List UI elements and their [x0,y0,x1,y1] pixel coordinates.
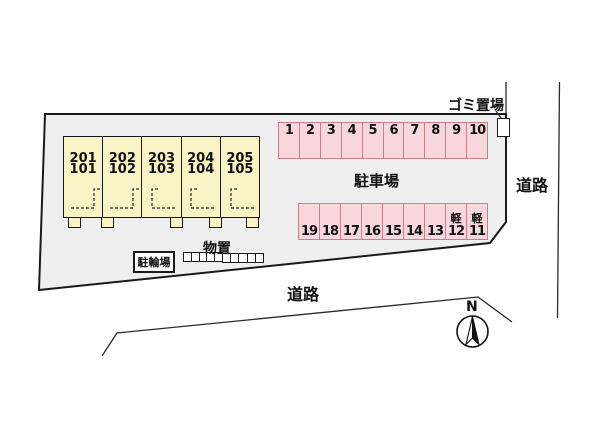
parking-space-number: 5 [368,123,378,138]
storage-cell [184,253,192,261]
unit-lower-number: 102 [108,162,136,177]
parking-space: 6 [384,123,405,158]
building-entry-tab [246,218,259,228]
building-entry-tab [209,218,222,228]
road-edge-right-outer [556,81,561,319]
parking-space-number: 15 [384,224,402,239]
unit-lower-number: 104 [187,162,215,177]
road-label-bottom: 道路 [287,285,320,304]
parking-space: 5 [363,123,384,158]
parking-area-label: 駐車場 [354,172,400,190]
parking-space-number: 12 [447,224,465,239]
unit-lower-number: 105 [226,162,254,177]
parking-space-number: 1 [284,123,294,138]
building-entry-tab [101,218,114,228]
bicycle-parking-label: 駐輪場 [137,256,171,269]
parking-space: 19 [299,204,320,239]
parking-space: 15 [383,204,404,239]
compass-icon [456,315,489,348]
parking-space-number: 11 [468,224,486,239]
road-edge-bottom [101,296,513,357]
parking-space-number: 8 [431,123,440,138]
parking-space-number: 16 [363,224,381,239]
garbage-area-label: ゴミ置場 [448,98,504,114]
building-entry-tab [170,218,183,228]
parking-space-number: 9 [452,123,461,138]
parking-space: 9 [446,123,468,158]
parking-space: 17 [341,204,362,239]
parking-space: 13 [425,204,446,239]
parking-space: 7 [404,123,426,158]
parking-space: 14 [404,204,425,239]
storage-cell [256,254,263,262]
storage-cell [239,254,248,262]
unit-lower-number: 101 [69,162,97,177]
storage-cell [231,254,240,262]
parking-space-number: 19 [300,224,318,239]
compass-north-label: N [466,299,478,315]
parking-space-number: 7 [410,123,419,138]
storage-label: 物置 [203,241,231,257]
parking-space: 4 [342,123,363,158]
parking-space: 8 [425,123,447,158]
parking-space: 18 [320,204,341,239]
garbage-area-box [497,118,510,137]
building-entry-tab [68,218,81,228]
parking-space-number: 13 [426,224,444,239]
unit-lower-number: 103 [147,162,176,177]
parking-space-number: 18 [321,224,339,239]
parking-space-number: 6 [389,123,398,138]
parking-space-number: 4 [347,123,357,138]
bicycle-parking-box: 駐輪場 [133,251,175,273]
parking-space-number: 10 [469,123,486,138]
parking-space-number: 2 [305,123,315,138]
parking-space-number: 14 [405,224,423,239]
storage-cell [248,254,256,262]
road-label-right: 道路 [516,176,549,195]
parking-space: 1 [279,123,300,158]
parking-space-number: 17 [342,224,360,239]
parking-space-number: 3 [326,123,336,138]
parking-space: 10 [467,123,487,158]
parking-space: 2 [300,123,321,158]
storage-cell [192,253,200,261]
parking-space: 3 [321,123,342,158]
parking-space: 16 [362,204,383,239]
